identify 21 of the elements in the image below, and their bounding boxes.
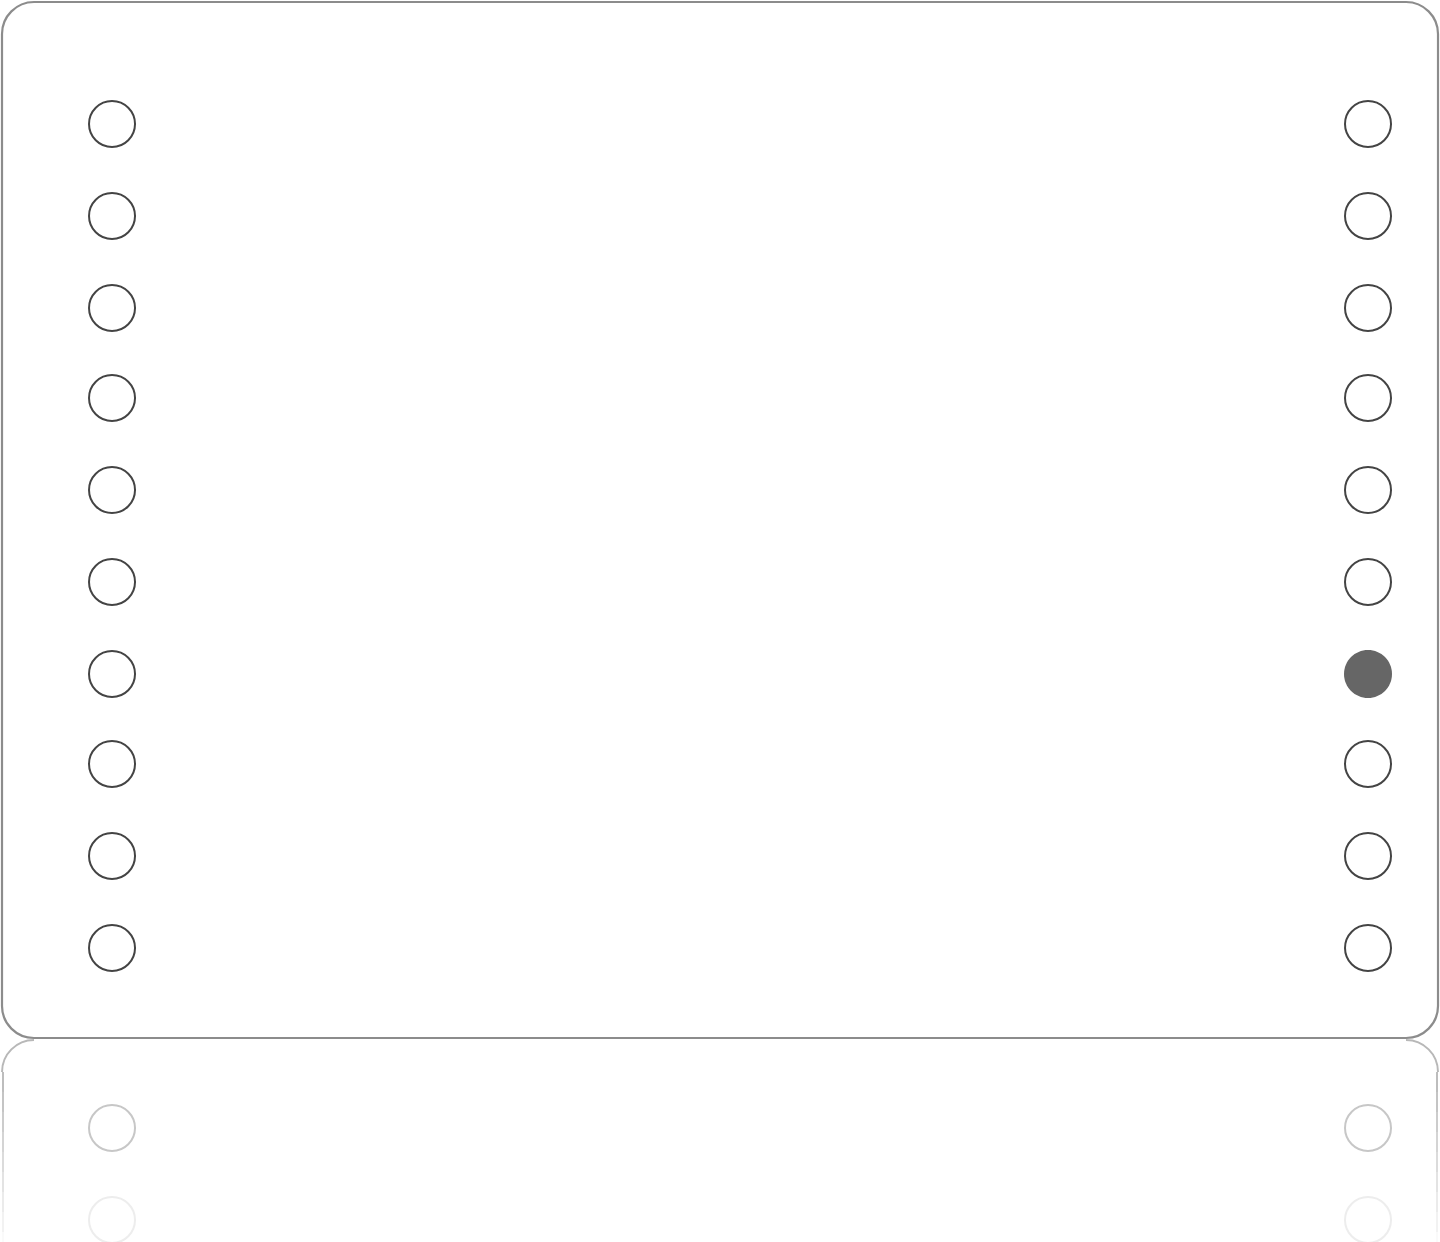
circle: [1344, 832, 1392, 880]
circle: [1344, 558, 1392, 606]
circle: [88, 558, 136, 606]
circle: [1344, 100, 1392, 148]
circle: [88, 466, 136, 514]
circle: [88, 100, 136, 148]
circle: [88, 924, 136, 972]
rounded-panel: [0, 0, 1440, 1040]
circle: [88, 374, 136, 422]
circle: [1344, 466, 1392, 514]
circle: [1344, 740, 1392, 788]
circle: [88, 740, 136, 788]
circle: [1344, 284, 1392, 332]
filled-circle: [1344, 650, 1392, 698]
circle: [88, 832, 136, 880]
circle: [88, 284, 136, 332]
circle: [88, 192, 136, 240]
circle: [1344, 924, 1392, 972]
circle: [1344, 192, 1392, 240]
circle: [1344, 374, 1392, 422]
circle: [88, 650, 136, 698]
